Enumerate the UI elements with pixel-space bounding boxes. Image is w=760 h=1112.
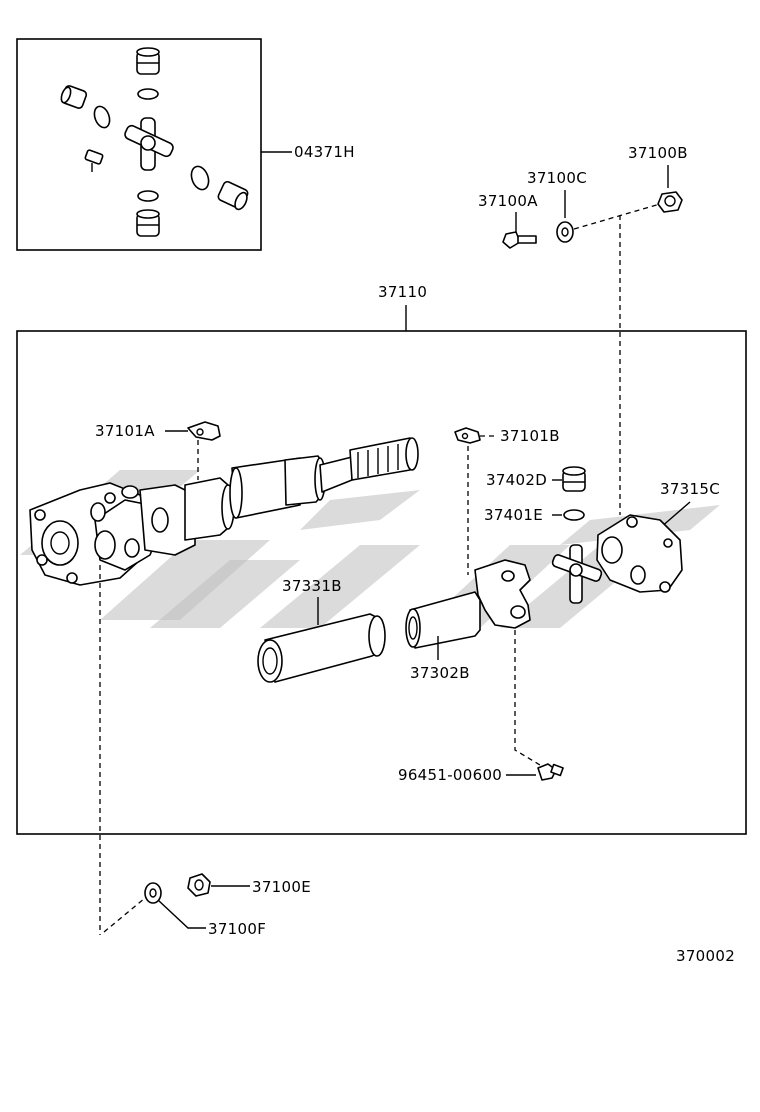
snap-ring-top [137, 88, 159, 100]
clip-37101a [187, 421, 221, 441]
washer-37100f [144, 882, 162, 904]
clip-37101b [454, 427, 481, 444]
label-37101a: 37101A [95, 422, 155, 440]
label-37331b: 37331B [282, 577, 342, 595]
bolt-37100a [502, 231, 537, 249]
snap-ring-37401e [563, 509, 585, 521]
sleeve-37331b [257, 613, 386, 683]
label-37100f: 37100F [208, 920, 266, 938]
bearing-cup-left [60, 85, 88, 109]
grease-fitting-96451 [537, 763, 564, 781]
label-96451-00600: 96451-00600 [398, 766, 502, 784]
label-37315c: 37315C [660, 480, 720, 498]
figure-reference-number: 370002 [676, 947, 735, 965]
sleeve-yoke-37302b [405, 559, 531, 649]
spider-cross-rear [551, 544, 603, 604]
nut-37100b [657, 191, 683, 213]
label-37401e: 37401E [484, 506, 543, 524]
kit-inset-frame [16, 38, 262, 251]
label-37100b: 37100B [628, 144, 688, 162]
label-37100a: 37100A [478, 192, 538, 210]
label-37302b: 37302B [410, 664, 470, 682]
assembly-frame [16, 330, 747, 835]
grease-nipple-small [84, 149, 104, 172]
bearing-cup-37402d [562, 466, 586, 492]
propeller-shaft [184, 437, 419, 541]
snap-ring-bottom [137, 190, 159, 202]
label-37402d: 37402D [486, 471, 547, 489]
label-37110: 37110 [378, 283, 427, 301]
flange-yoke-37315c [596, 514, 683, 593]
spider-cross [124, 117, 174, 171]
nut-37100e [187, 873, 211, 897]
snap-ring-left [93, 105, 111, 129]
label-04371h: 04371H [294, 143, 355, 161]
snap-ring-right [190, 165, 210, 191]
bearing-cup-right [217, 180, 249, 211]
front-universal-joint [29, 482, 196, 586]
label-37100e: 37100E [252, 878, 311, 896]
bearing-cup-top [136, 47, 160, 75]
label-37101b: 37101B [500, 427, 560, 445]
repair-kit-inset [16, 38, 262, 251]
bearing-cup-bottom [136, 209, 160, 237]
label-37100c: 37100C [527, 169, 587, 187]
washer-37100c [556, 221, 574, 243]
